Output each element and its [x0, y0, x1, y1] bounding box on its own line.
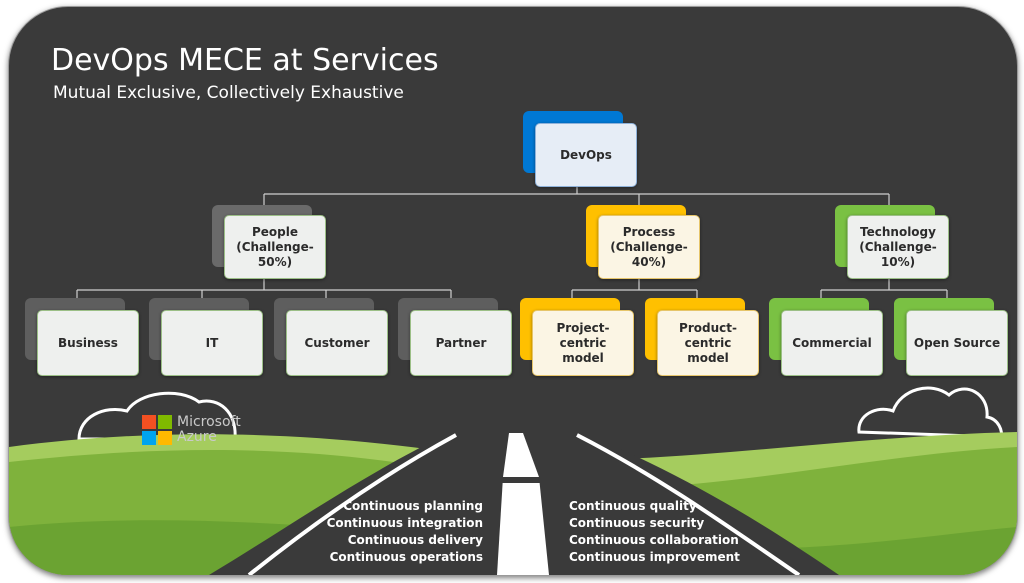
road-text-right: Continuous quality Continuous security C… — [569, 498, 789, 566]
node-product-centric: Product-centric model — [645, 298, 761, 376]
road-right-item: Continuous improvement — [569, 550, 740, 564]
road-edge-left — [247, 433, 457, 575]
node-it-label: IT — [161, 310, 263, 376]
node-project-centric: Project-centric model — [520, 298, 636, 376]
connectors — [76, 185, 948, 300]
road-center — [497, 433, 549, 575]
node-process: Process (Challenge- 40%) — [586, 205, 702, 281]
node-customer: Customer — [274, 298, 390, 376]
logo-line-azure: Azure — [177, 429, 217, 445]
road-right-item: Continuous quality — [569, 499, 697, 513]
node-product-centric-label: Product-centric model — [657, 310, 759, 376]
road-edge-right — [576, 433, 801, 575]
node-devops: DevOps — [523, 111, 639, 187]
slide-title: DevOps MECE at Services — [51, 43, 439, 78]
node-people-label: People (Challenge- 50%) — [224, 215, 326, 279]
node-partner: Partner — [398, 298, 514, 376]
road-right-item: Continuous security — [569, 516, 705, 530]
node-commercial: Commercial — [769, 298, 885, 376]
node-customer-label: Customer — [286, 310, 388, 376]
road-right-item: Continuous collaboration — [569, 533, 739, 547]
node-people: People (Challenge- 50%) — [212, 205, 328, 281]
node-open-source-label: Open Source — [906, 310, 1008, 376]
slide-frame: DevOps MECE at Services Mutual Exclusive… — [8, 6, 1018, 576]
road-left-item: Continuous planning — [343, 499, 483, 513]
road-left-item: Continuous integration — [326, 516, 483, 530]
node-open-source: Open Source — [894, 298, 1010, 376]
node-technology-label: Technology (Challenge- 10%) — [847, 215, 949, 279]
node-partner-label: Partner — [410, 310, 512, 376]
cloud-right — [857, 386, 1003, 439]
scenery — [9, 185, 1017, 575]
road-left-item: Continuous operations — [329, 550, 483, 564]
node-business-label: Business — [37, 310, 139, 376]
node-it: IT — [149, 298, 265, 376]
microsoft-logo-icon — [142, 415, 172, 445]
cloud-left — [77, 391, 237, 441]
road-left-item: Continuous delivery — [347, 533, 483, 547]
node-technology: Technology (Challenge- 10%) — [835, 205, 951, 281]
road-text-left: Continuous planning Continuous integrati… — [263, 498, 483, 566]
logo-line-microsoft: Microsoft — [177, 414, 241, 430]
node-commercial-label: Commercial — [781, 310, 883, 376]
node-devops-label: DevOps — [535, 123, 637, 187]
node-business: Business — [25, 298, 141, 376]
azure-logo-text: Microsoft Azure — [177, 415, 241, 445]
slide-subtitle: Mutual Exclusive, Collectively Exhaustiv… — [53, 83, 404, 103]
node-process-label: Process (Challenge- 40%) — [598, 215, 700, 279]
node-project-centric-label: Project-centric model — [532, 310, 634, 376]
